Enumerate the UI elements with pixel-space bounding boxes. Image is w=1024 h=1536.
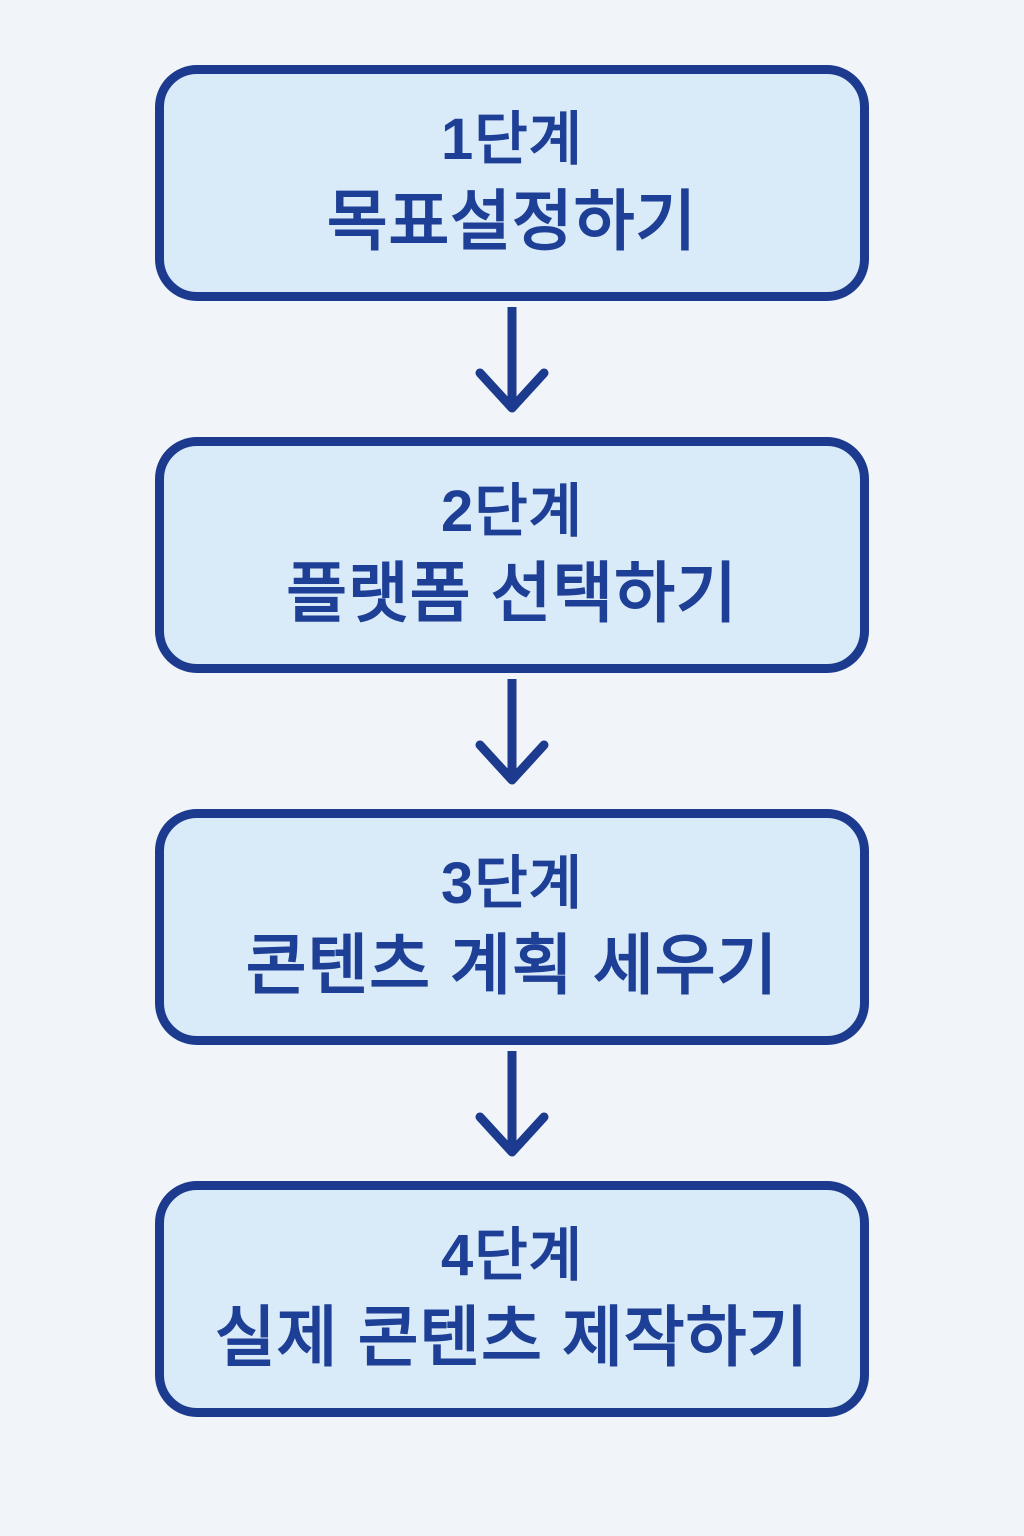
down-arrow-icon	[475, 679, 549, 785]
step-label: 실제 콘텐츠 제작하기	[214, 1299, 810, 1374]
step-box-4: 4단계 실제 콘텐츠 제작하기	[155, 1181, 869, 1417]
step-box-3: 3단계 콘텐츠 계획 세우기	[155, 809, 869, 1045]
step-label: 목표설정하기	[326, 183, 698, 258]
down-arrow-icon	[475, 307, 549, 413]
down-arrow-icon	[475, 1051, 549, 1157]
step-label: 콘텐츠 계획 세우기	[245, 927, 779, 1002]
step-number: 3단계	[441, 850, 583, 916]
step-box-1: 1단계 목표설정하기	[155, 65, 869, 301]
step-number: 1단계	[441, 106, 583, 172]
step-number: 2단계	[441, 478, 583, 544]
step-label: 플랫폼 선택하기	[286, 555, 738, 630]
step-number: 4단계	[441, 1222, 583, 1288]
step-box-2: 2단계 플랫폼 선택하기	[155, 437, 869, 673]
